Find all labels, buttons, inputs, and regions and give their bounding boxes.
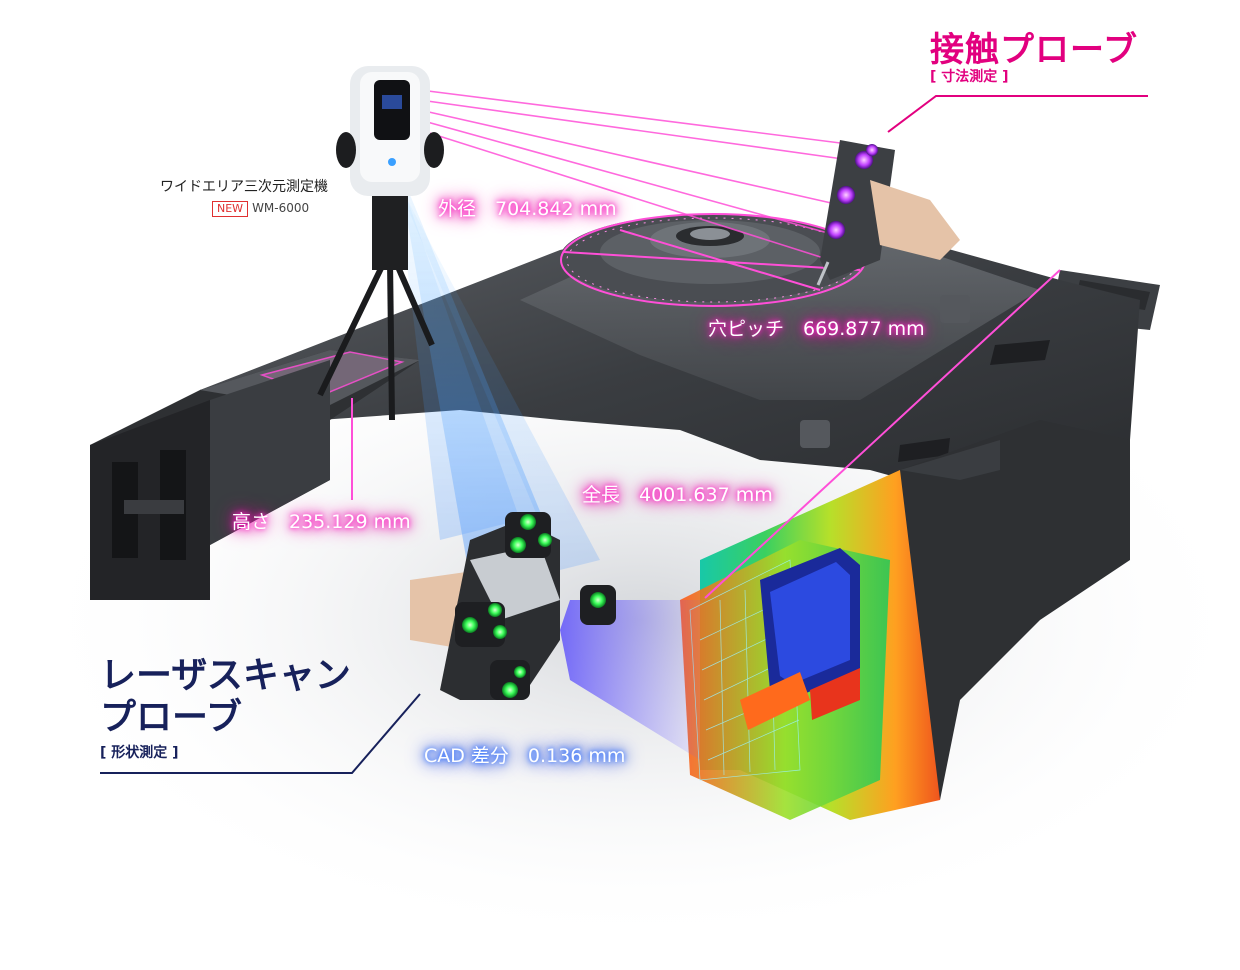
laser-probe-subtitle: [ 形状測定 ] <box>100 745 179 761</box>
laser-probe-title: レーザスキャン プローブ <box>100 655 351 739</box>
measurement-height: 高さ 235.129 mm <box>232 511 411 533</box>
tracker-beams-pink <box>419 89 881 261</box>
laser-probe-leader <box>100 693 421 774</box>
measurement-total-length: 全長 4001.637 mm <box>582 484 773 506</box>
measurement-hole-pitch: 穴ピッチ 669.877 mm <box>708 318 925 340</box>
contact-probe-title: 接触プローブ <box>930 30 1138 70</box>
laser-probe-title-line2: プローブ <box>100 697 242 738</box>
device-model: WM-6000 <box>252 201 310 215</box>
measurement-outer-diameter: 外径 704.842 mm <box>438 198 617 220</box>
contact-probe-leader <box>887 95 1148 133</box>
new-badge: NEW <box>212 201 249 217</box>
contact-probe-device <box>816 140 960 286</box>
laser-probe-title-line1: レーザスキャン <box>100 655 351 696</box>
contact-probe-subtitle: [ 寸法測定 ] <box>930 69 1009 85</box>
tracker-beams-blue <box>398 190 600 580</box>
device-caption: ワイドエリア三次元測定機 <box>160 179 328 195</box>
laser-scan-probe-device <box>410 512 700 760</box>
measurement-cad-diff: CAD 差分 0.136 mm <box>424 745 626 767</box>
wide-area-cmm-tracker <box>317 66 444 421</box>
